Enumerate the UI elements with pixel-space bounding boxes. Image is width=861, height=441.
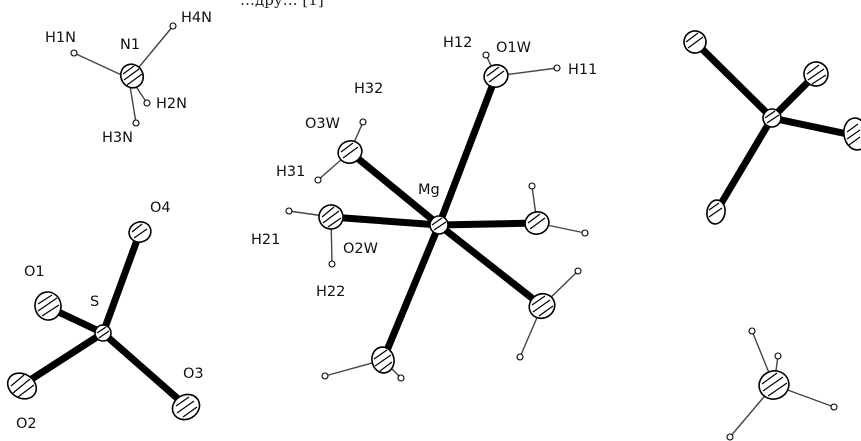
atom-o2w (318, 204, 344, 230)
label-n1: N1 (120, 37, 140, 53)
bond-n1-h1n (73, 52, 129, 79)
bond-n1-h4n (134, 25, 174, 73)
atom-h42 (397, 374, 405, 382)
atom-o-sulfate2-c (843, 117, 861, 151)
hexaaqua-magnesium-cation: H12 O1W H11 H32 O3W H31 Mg H21 O2W H22 (251, 35, 597, 382)
bond-n1-h3n (129, 85, 137, 124)
atom-h1n (70, 49, 78, 57)
bond-s2-o-c (768, 114, 856, 139)
bond-n1-h2n (134, 84, 148, 104)
label-mg: Mg (418, 182, 440, 198)
bond-mg-o5w (435, 219, 541, 229)
atom-o1w (483, 64, 509, 88)
bond-s2-o-a (691, 38, 776, 122)
label-h32: H32 (354, 81, 383, 97)
atom-h62 (516, 353, 524, 361)
atom-h-n2-c (830, 403, 838, 411)
bond-s-o2 (20, 329, 107, 388)
ammonium-cation: N1 H1N H4N H2N H3N (45, 10, 212, 146)
atom-h11 (553, 64, 561, 72)
atom-h12 (482, 51, 490, 59)
clipped-caption: …дру… [1] (240, 0, 324, 9)
label-o3: O3 (183, 366, 204, 382)
label-o3w: O3W (305, 116, 340, 132)
atom-h4n (169, 22, 177, 30)
atom-h-n2-b (774, 352, 782, 360)
atom-o6w (528, 292, 556, 320)
bond-mg-o4w (379, 221, 443, 364)
bond-s-o3 (99, 329, 189, 409)
atom-h3n (132, 119, 140, 127)
atom-mg (429, 215, 449, 235)
atom-n1 (119, 63, 145, 89)
sulfate-anion: O4 O1 S O2 O3 (6, 200, 204, 432)
label-h12: H12 (443, 35, 472, 51)
label-h1n: H1N (45, 30, 76, 46)
atom-s2 (762, 108, 782, 128)
label-h21: H21 (251, 232, 280, 248)
label-s: S (90, 294, 99, 310)
label-h3n: H3N (102, 130, 133, 146)
atom-s (94, 324, 112, 342)
atom-h52 (581, 229, 589, 237)
bond-s2-o-d (712, 114, 776, 216)
bond-mg-o1w (435, 72, 500, 229)
atom-o-sulfate2-b (803, 61, 829, 87)
atom-o1 (34, 291, 62, 321)
bond-mg-o3w (346, 148, 443, 229)
atom-h22 (328, 260, 336, 268)
bond-mg-o2w (327, 213, 443, 229)
label-o1w: O1W (496, 40, 531, 56)
atom-h2n (143, 99, 151, 107)
atom-o-sulfate2-d (706, 199, 726, 225)
atom-h-n2-a (748, 327, 756, 335)
atom-n2 (758, 370, 790, 400)
atom-h31 (314, 176, 322, 184)
label-h31: H31 (276, 164, 305, 180)
label-h11: H11 (568, 62, 597, 78)
sulfate-anion-partial (683, 30, 861, 225)
atom-o4w (371, 346, 395, 374)
atom-o2 (6, 372, 38, 400)
atom-h61 (574, 267, 582, 275)
label-h2n: H2N (156, 96, 187, 112)
atom-o4 (128, 221, 152, 243)
atom-o3 (171, 393, 201, 421)
bond-s-o4 (99, 228, 144, 337)
bond-mg-o6w (435, 221, 546, 310)
atom-h32 (359, 118, 367, 126)
label-o2: O2 (16, 416, 37, 432)
atom-h51 (528, 182, 536, 190)
label-h22: H22 (316, 284, 345, 300)
atom-o-sulfate2-a (683, 30, 707, 54)
atom-h41 (321, 372, 329, 380)
atom-h21 (285, 207, 293, 215)
ammonium-cation-partial (726, 327, 838, 441)
atom-o5w (524, 211, 550, 235)
label-o1: O1 (24, 264, 45, 280)
atom-o3w (337, 140, 363, 164)
label-o4: O4 (150, 200, 171, 216)
label-o2w: O2W (343, 241, 378, 257)
atom-h-n2-d (726, 433, 734, 441)
label-h4n: H4N (181, 10, 212, 26)
